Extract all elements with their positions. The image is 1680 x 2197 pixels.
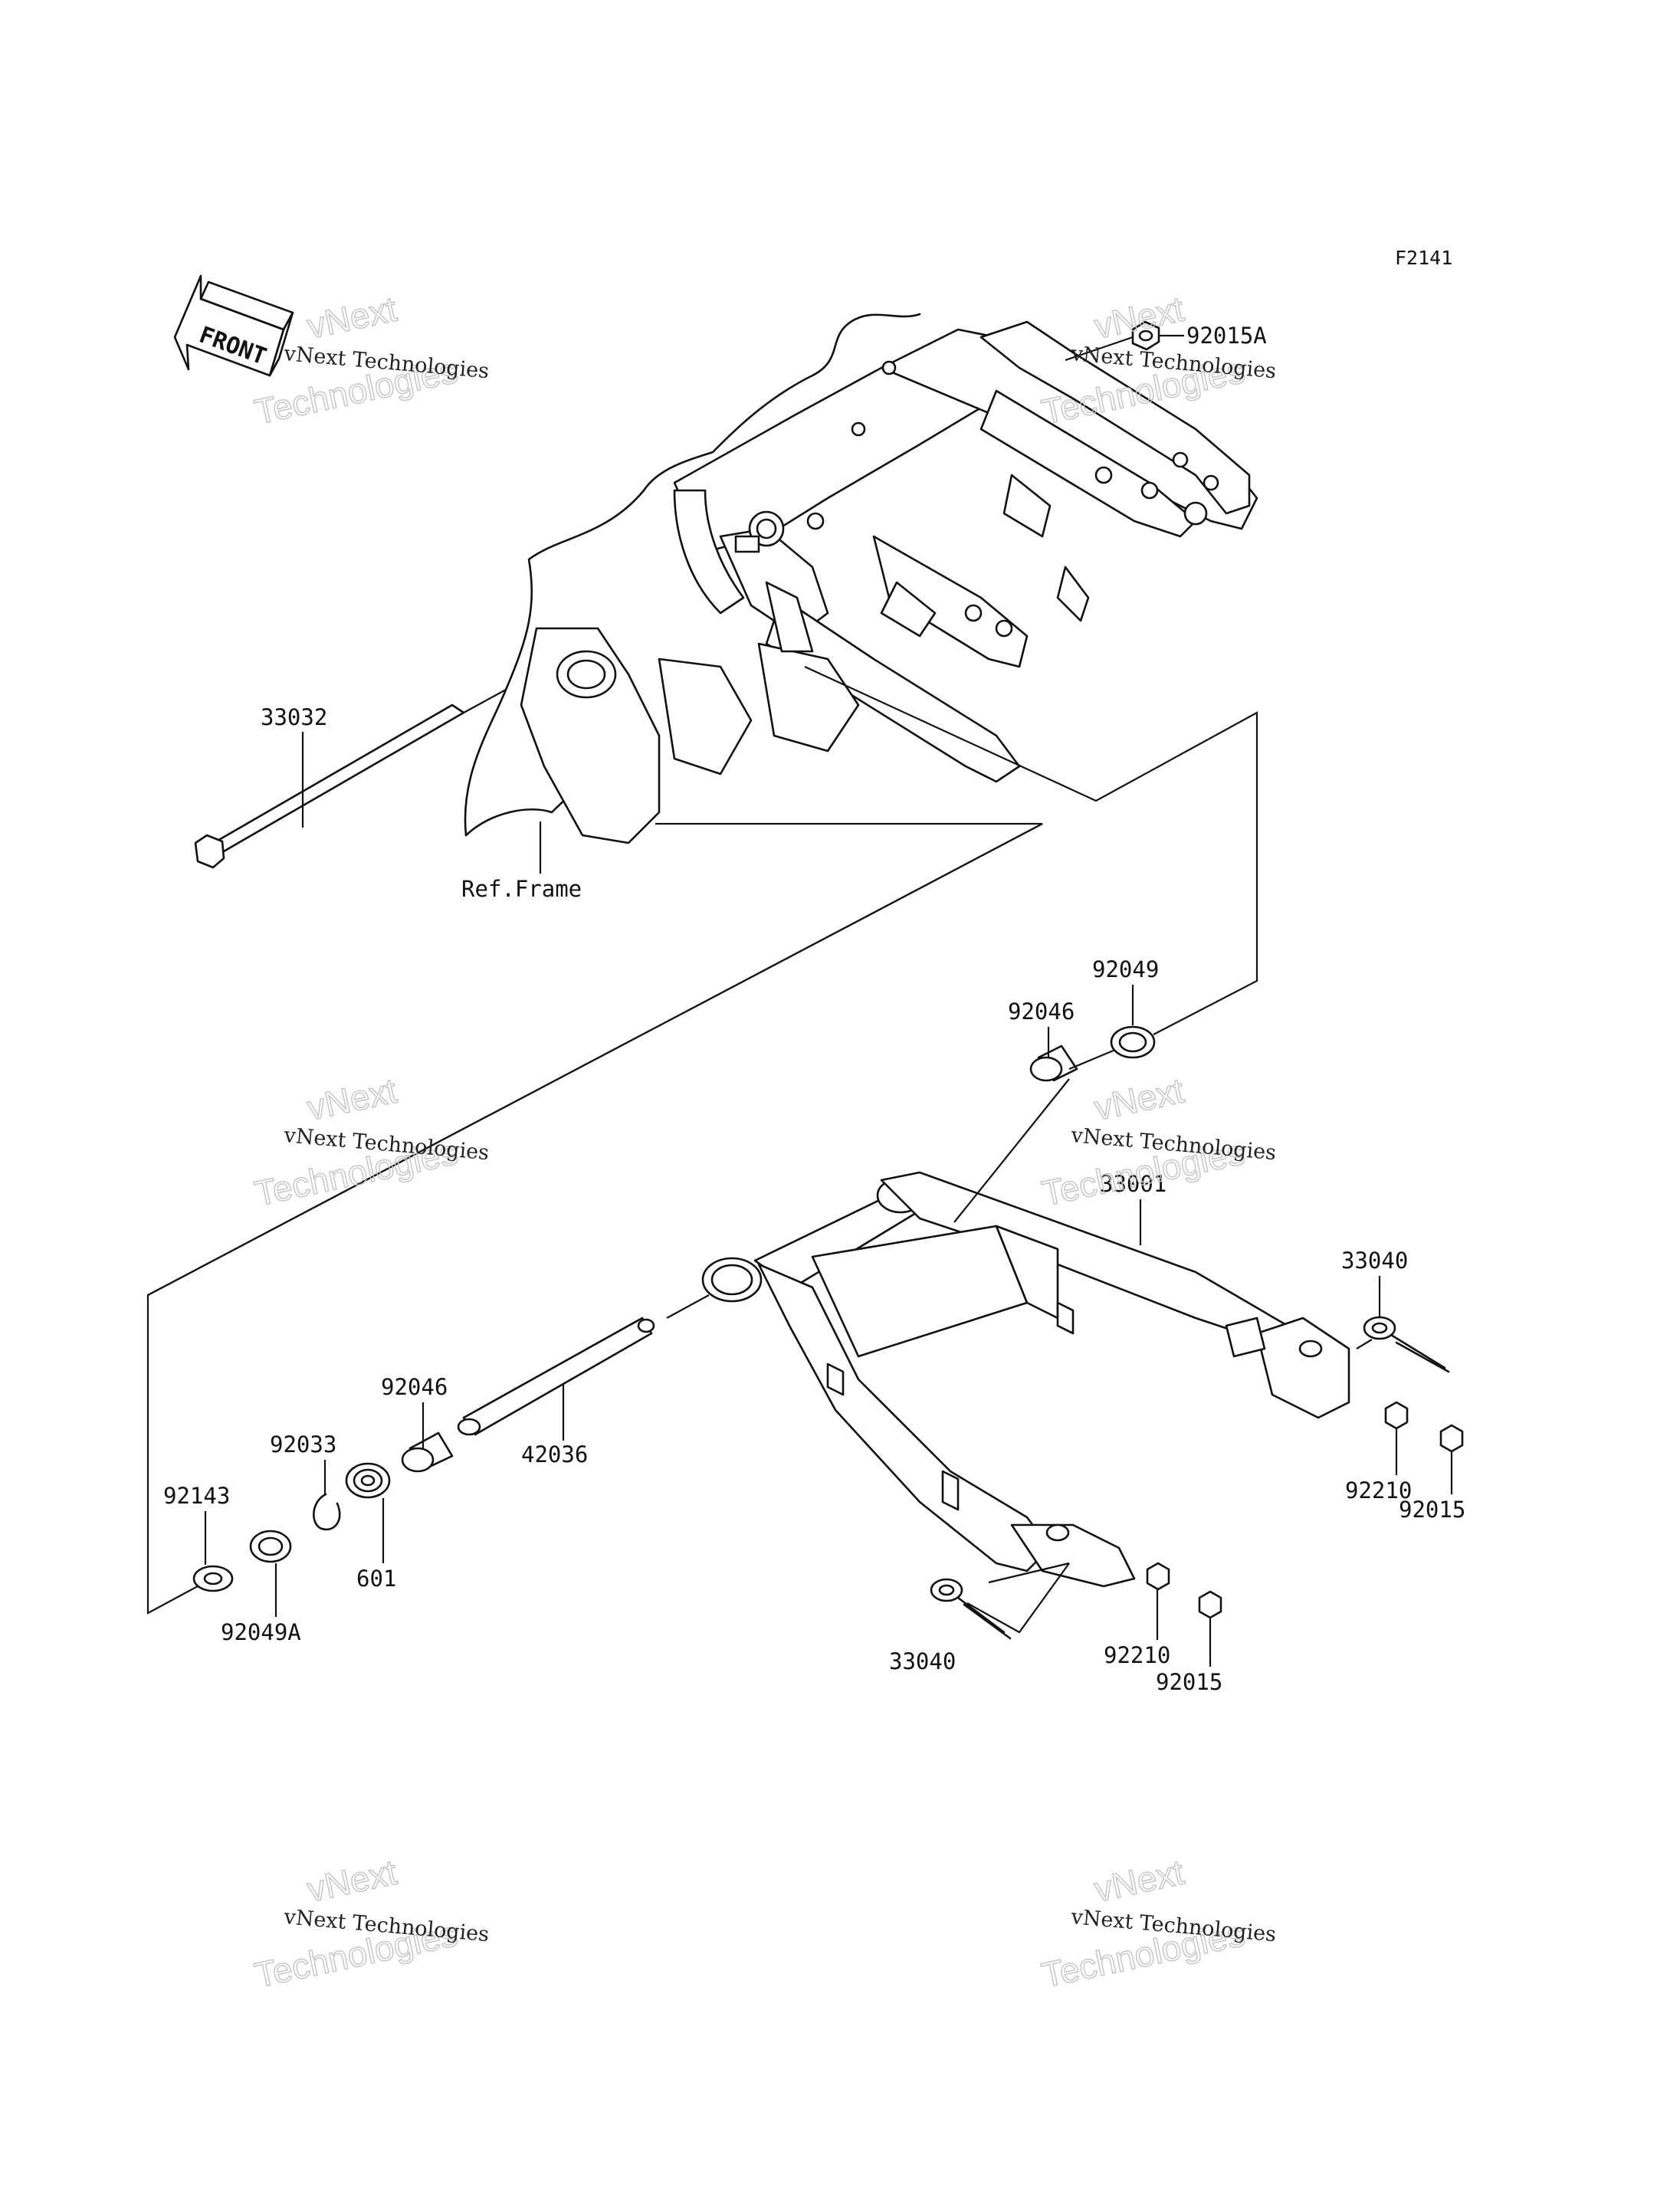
front-arrow-icon: FRONT (173, 274, 294, 377)
nut-92015-right (1439, 1424, 1464, 1453)
swingarm-33001 (701, 1171, 1350, 1588)
circlip-92033 (313, 1493, 341, 1531)
callout-92210-bottom: 92210 (1104, 1642, 1170, 1668)
watermark-mid-left: vNext Technologies vNext Technologies (251, 1070, 490, 1214)
svg-text:vNext: vNext (1091, 1852, 1187, 1910)
callout-42036: 42036 (521, 1441, 588, 1467)
nut-92015A-top (1131, 320, 1160, 351)
callout-92049A: 92049A (221, 1619, 301, 1645)
watermark-bottom-left: vNext Technologies vNext Technologies (251, 1851, 490, 1995)
callout-92046-left: 92046 (381, 1374, 448, 1400)
frame-reference (464, 313, 1258, 844)
svg-text:vNext: vNext (1091, 289, 1187, 346)
callout-92015-bottom: 92015 (1156, 1669, 1222, 1695)
svg-text:vNext: vNext (1091, 1071, 1187, 1128)
callout-601: 601 (356, 1566, 396, 1592)
figure-code: F2141 (1395, 247, 1452, 269)
watermark-bottom-right: vNext Technologies vNext Technologies (1038, 1851, 1277, 1995)
svg-text:vNext: vNext (304, 289, 400, 346)
callout-92049-top: 92049 (1092, 956, 1159, 982)
nut-92210-bottom (1146, 1562, 1170, 1591)
callout-92210-right: 92210 (1345, 1477, 1412, 1503)
callout-92033: 92033 (270, 1431, 336, 1458)
svg-text:vNext: vNext (304, 1852, 400, 1910)
bearing-92046-top (1029, 1044, 1078, 1082)
callout-92015A: 92015A (1186, 323, 1267, 349)
callout-leaders (204, 334, 1453, 1667)
callout-92015-right: 92015 (1399, 1497, 1465, 1523)
pivot-shaft-33032 (194, 689, 507, 869)
ref-frame-label: Ref.Frame (461, 876, 582, 902)
callout-33001: 33001 (1100, 1171, 1166, 1197)
nut-92015-bottom (1198, 1590, 1222, 1619)
cap-92143 (192, 1565, 234, 1592)
callout-92046-top: 92046 (1008, 998, 1075, 1025)
seal-92049-top (1110, 1025, 1156, 1059)
bearing-92046-left (401, 1431, 454, 1473)
svg-text:vNext: vNext (304, 1071, 400, 1128)
callout-33040-right: 33040 (1341, 1248, 1408, 1274)
callout-33032: 33032 (261, 704, 327, 730)
inner-pipe-42036 (457, 1317, 655, 1436)
chain-adjuster-33040-right (1363, 1316, 1450, 1373)
assembly-lines (146, 336, 1373, 1634)
ball-bearing-601 (345, 1462, 391, 1499)
callout-33040-bottom: 33040 (889, 1648, 956, 1674)
nut-92210-right (1384, 1401, 1409, 1430)
chain-adjuster-33040-bottom (930, 1578, 1012, 1640)
seal-92049A (249, 1530, 292, 1563)
callout-labels: 92015A 33032 Ref.Frame 92049 92046 33001… (163, 323, 1465, 1695)
callout-92143: 92143 (163, 1483, 230, 1509)
